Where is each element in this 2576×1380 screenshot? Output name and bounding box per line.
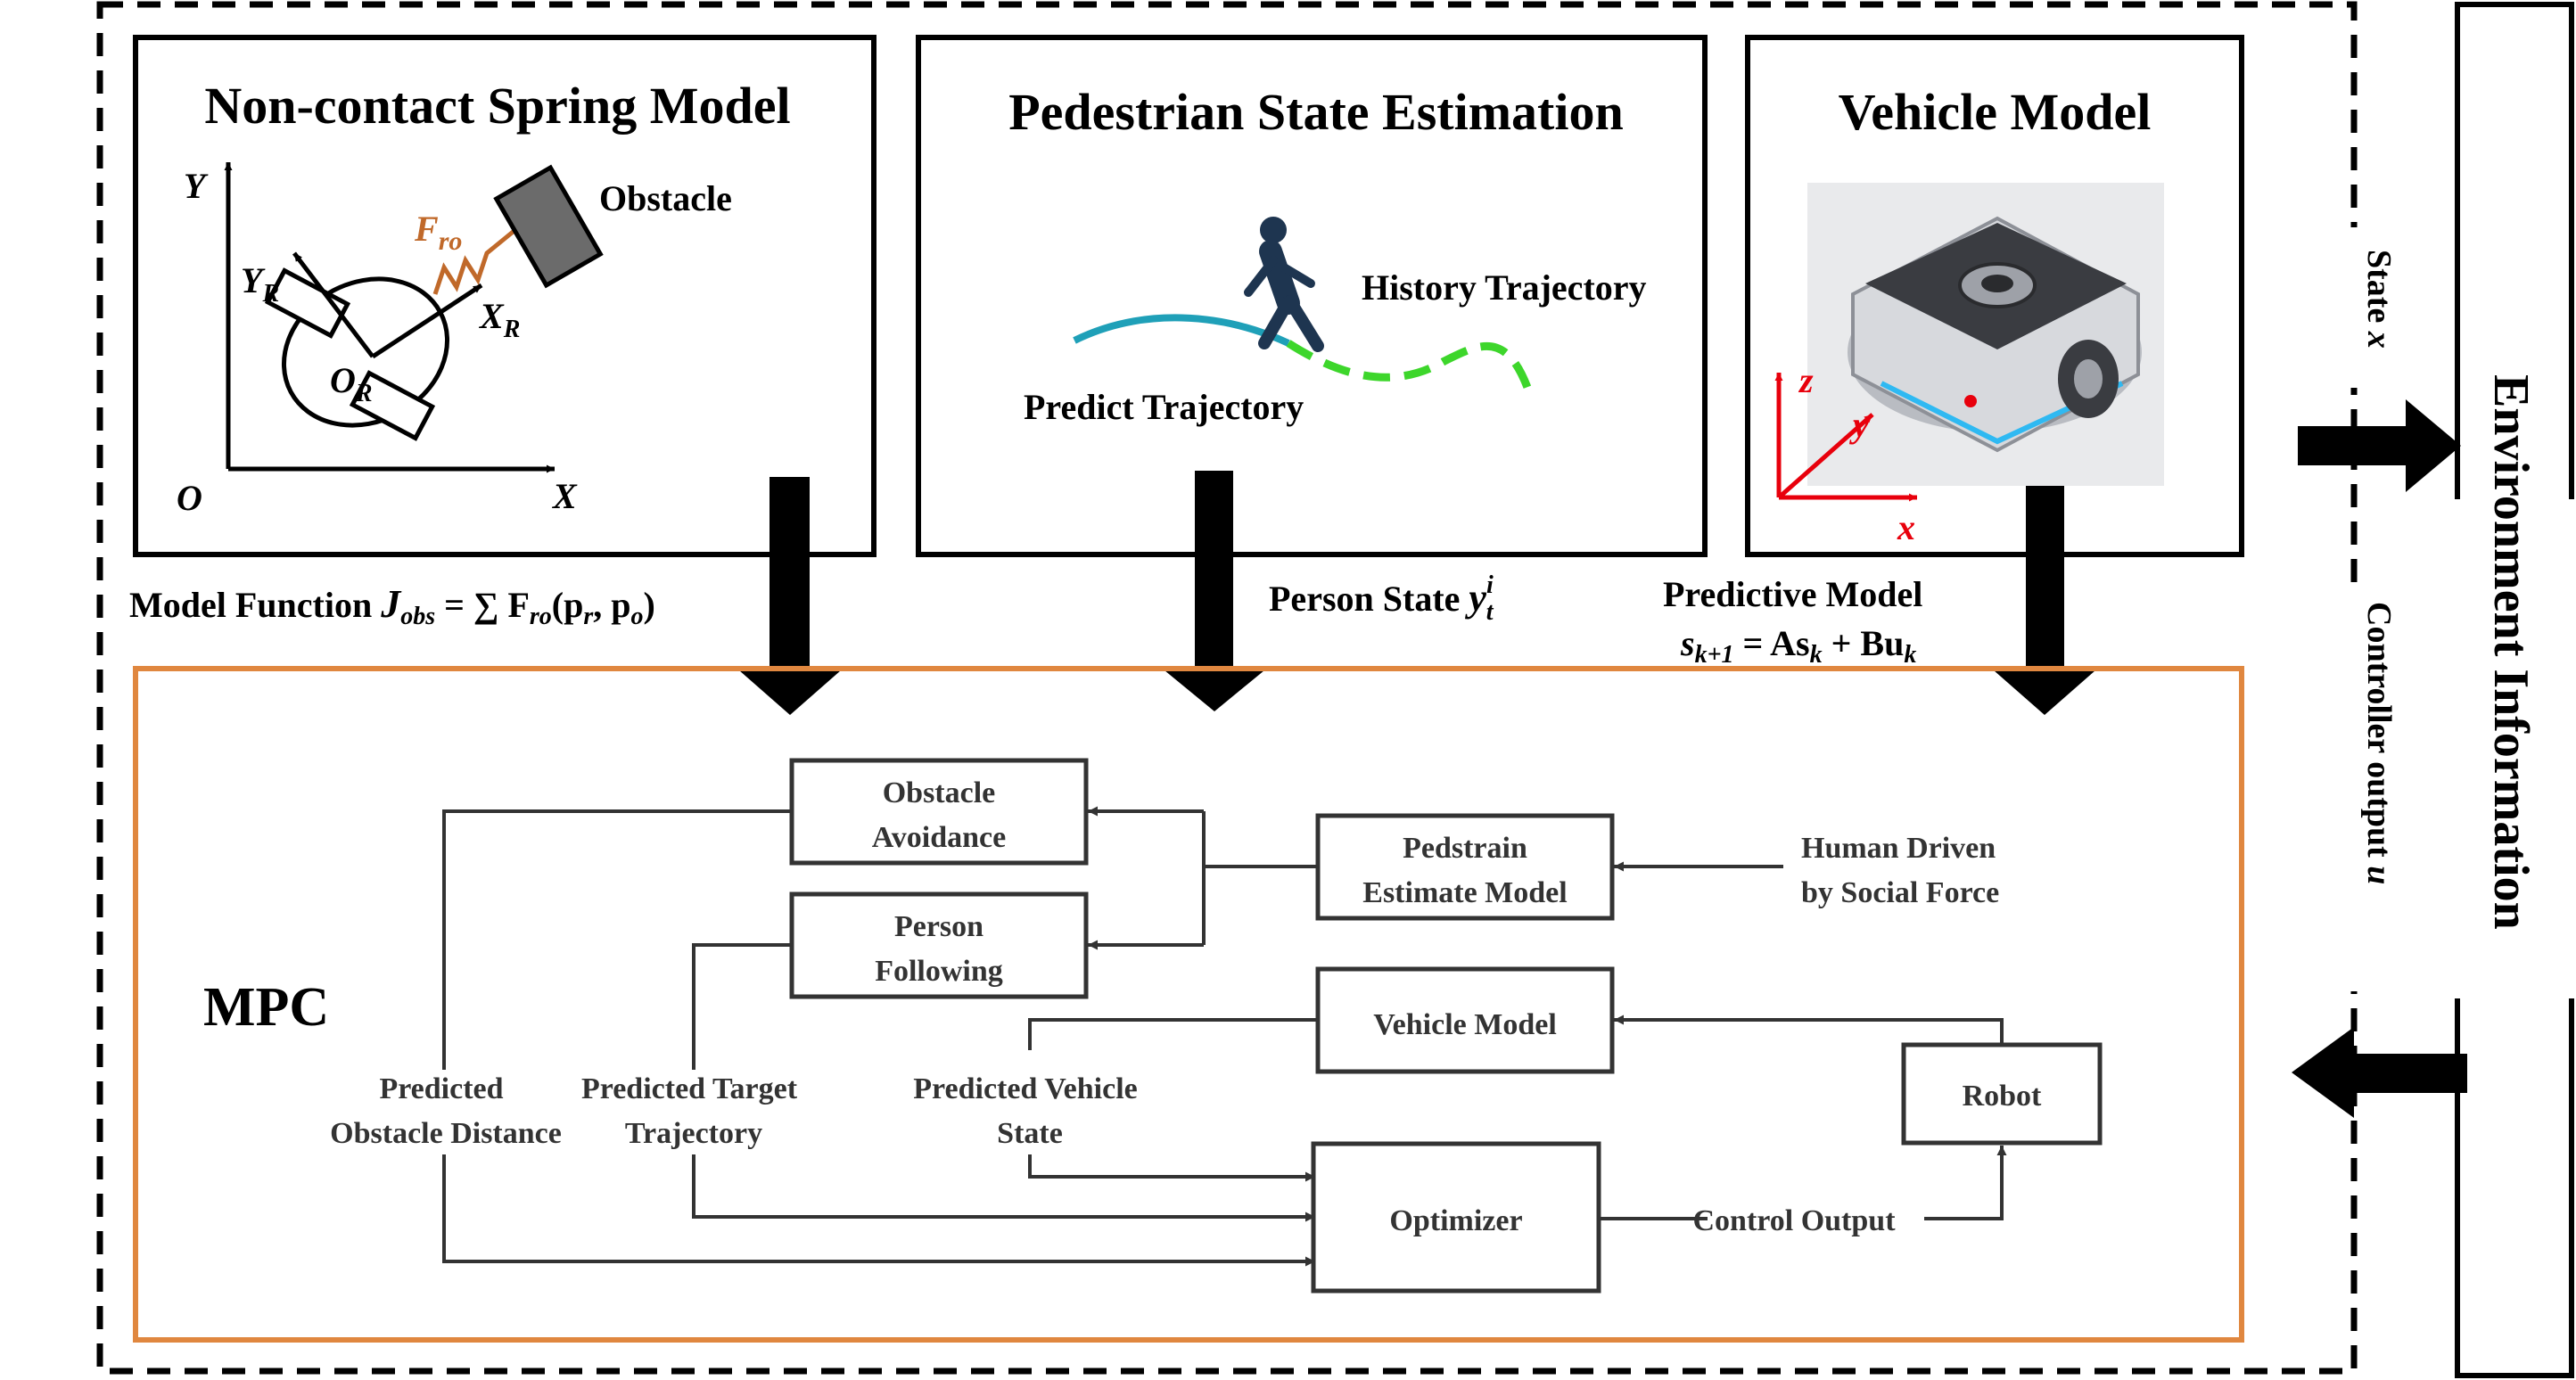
repulsive-spring [432, 219, 528, 295]
pedestrian-to-mpc-arrow [1165, 471, 1264, 711]
person-following-block [789, 891, 1089, 999]
predicted-target-trajectory-1: Predicted Target [581, 1072, 798, 1105]
obstacle-avoidance-block [789, 758, 1089, 866]
history-trajectory-label: History Trajectory [1362, 267, 1647, 308]
state-label: State x [2360, 250, 2398, 349]
predicted-target-trajectory-2: Trajectory [625, 1117, 762, 1150]
mpc-label: MPC [203, 977, 329, 1038]
pedestrian-panel: Pedestrian State Estimation History Traj… [916, 35, 1708, 557]
spring-model-title: Non-contact Spring Model [204, 77, 790, 135]
person-following-text-2: Following [875, 955, 1003, 988]
spring-model-panel: Non-contact Spring Model Y X O YR XR OR … [133, 35, 876, 557]
robot-x-label: XR [478, 296, 520, 343]
vehicle-axis-y: y [1849, 405, 1869, 445]
controller-output-label: Controller output u [2360, 602, 2398, 884]
origin-label: O [177, 478, 202, 518]
predicted-vehicle-state-2: State [997, 1117, 1063, 1150]
obstacle-avoidance-text-1: Obstacle [883, 776, 996, 809]
optimizer-text: Optimizer [1389, 1204, 1522, 1237]
control-output-text: Control Output [1692, 1204, 1896, 1237]
side-label-gap-top [2341, 227, 2369, 388]
vehicle-panel: Vehicle Model z y x [1745, 35, 2244, 557]
vehicle-frame-axes [1774, 373, 1917, 502]
predicted-obstacle-distance-2: Obstacle Distance [330, 1117, 562, 1150]
robot-text: Robot [1963, 1080, 2042, 1113]
axis-x-label: X [551, 476, 578, 516]
state-arrow [2298, 399, 2461, 492]
human-driven-text-1: Human Driven [1801, 832, 1996, 865]
obstacle-block [493, 164, 604, 289]
vehicle-axis-z: z [1798, 360, 1814, 400]
environment-label: Environment Information [2483, 374, 2539, 930]
axis-y-label: Y [184, 166, 209, 206]
robot-origin-label: OR [330, 360, 373, 407]
optimizer-block [1311, 1141, 1601, 1294]
robot-body [264, 267, 450, 441]
predictive-model-equation: sk+1 = Ask + Buk [1680, 623, 1916, 669]
mpc-box [133, 666, 2244, 1343]
vehicle-model-text: Vehicle Model [1373, 1008, 1557, 1041]
predicted-obstacle-distance-1: Predicted [379, 1072, 503, 1105]
robot-frame-axes [292, 251, 483, 359]
mpc-connectors [442, 806, 2007, 1267]
global-axes [224, 162, 555, 473]
side-label-gap-bottom [2341, 590, 2369, 991]
robot-y-label: YR [241, 260, 279, 308]
pedestrian-icon [1244, 217, 1324, 352]
mpc-blocks [789, 758, 2103, 1294]
vehicle-axis-x: x [1897, 507, 1915, 547]
history-trajectory-line [1073, 314, 1290, 347]
predict-trajectory-label: Predict Trajectory [1024, 387, 1304, 427]
obstacle-avoidance-text-2: Avoidance [872, 821, 1006, 854]
obstacle-label: Obstacle [599, 178, 732, 218]
pedestrian-title: Pedestrian State Estimation [1008, 83, 1624, 141]
spring-to-mpc-arrow [739, 477, 841, 715]
predicted-trajectory-line [1286, 340, 1534, 394]
pedestrian-estimate-block [1315, 813, 1615, 921]
force-label: Fro [414, 209, 462, 256]
vehicle-title: Vehicle Model [1839, 83, 2152, 141]
vehicle-model-block [1315, 966, 1615, 1074]
pedestrian-model-text-2: Estimate Model [1362, 876, 1567, 909]
predicted-vehicle-state-1: Predicted Vehicle [913, 1072, 1138, 1105]
person-following-text-1: Person [894, 910, 983, 943]
pedestrian-model-text-1: Pedstrain [1403, 832, 1527, 865]
model-function-label: Model Function Jobs = ∑ Fro(pr, po) [129, 582, 655, 630]
robot-block [1901, 1042, 2103, 1146]
human-driven-text-2: by Social Force [1801, 876, 1999, 909]
vehicle-to-mpc-arrow [1994, 486, 2095, 715]
big-down-arrows [739, 471, 2095, 715]
environment-panel: Environment Information [2451, 2, 2576, 1378]
predictive-model-title: Predictive Model [1663, 574, 1922, 614]
controller-arrow [2292, 1027, 2467, 1118]
robot-vehicle-image [1807, 183, 2164, 486]
